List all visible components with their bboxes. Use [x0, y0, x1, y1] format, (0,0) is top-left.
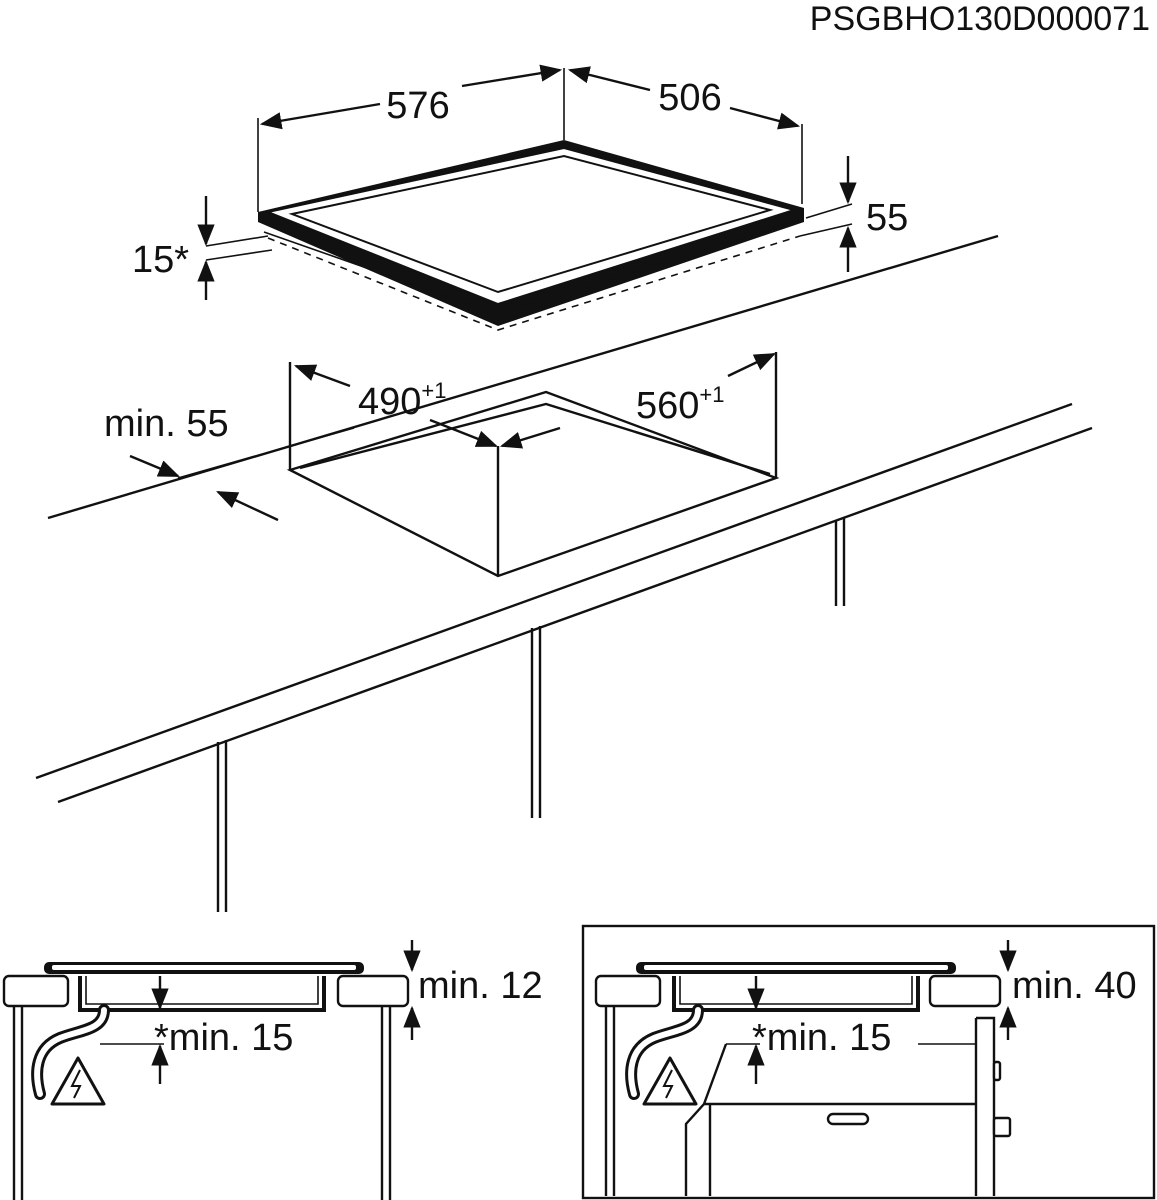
- dim-min55-ext: [177, 427, 355, 479]
- oven-vent-icon: [992, 1060, 1002, 1082]
- right-worktop-a: [594, 974, 662, 1008]
- dim-576-label: 576: [386, 85, 449, 127]
- dim-min55-label: min. 55: [104, 403, 229, 445]
- left-worktop-b: [336, 974, 410, 1008]
- hob-lower-edge: [263, 219, 799, 315]
- right-cable-inner: [628, 1007, 701, 1097]
- oven-knob-icon: [992, 1116, 1012, 1138]
- dim-560-tolerance: +1: [699, 382, 724, 407]
- dim-576-arrow-left: [259, 102, 381, 130]
- electric-hazard-icon: [50, 1056, 106, 1106]
- oven-handle-icon: [826, 1112, 870, 1126]
- hob-glass-top: [264, 146, 798, 306]
- left-hob-glass-highlight: [52, 965, 356, 970]
- dim-min55-arrow-top: [129, 454, 180, 478]
- drawing-code: PSGBHO130D000071: [810, 0, 1150, 38]
- dim-506-arrow-right: [729, 106, 801, 130]
- right-hob-body: [672, 976, 920, 1012]
- dim-560-arrow-left: [499, 426, 561, 449]
- left-hob-body-inner: [85, 976, 319, 1005]
- left-hob-body: [78, 976, 326, 1012]
- right-min15-label: *min. 15: [752, 1017, 891, 1059]
- dim-55-ext-top: [805, 203, 853, 219]
- dim-560-value: 560: [636, 385, 699, 427]
- dim-490-arrow-left: [293, 364, 351, 388]
- right-worktop-b: [928, 974, 1002, 1008]
- dim-490-value: 490: [358, 381, 421, 423]
- dim-55-label: 55: [866, 197, 908, 239]
- dim-min55-arrow-bottom: [216, 490, 279, 522]
- dim-576-arrow-right: [461, 64, 563, 88]
- hob-3d: 576 506 55 15*: [132, 64, 908, 331]
- dim-506-arrow-left: [567, 66, 651, 92]
- worktop-front-bottom-edge: [57, 426, 1093, 804]
- left-min12-label: min. 12: [418, 965, 543, 1007]
- right-frame: [581, 924, 1156, 1200]
- dim-560-label: 560+1: [636, 382, 725, 427]
- hob-inner-border: [288, 154, 774, 294]
- dim-506-label: 506: [658, 77, 721, 119]
- dim-15-label: 15*: [132, 239, 189, 281]
- right-hob-glass-highlight: [644, 965, 948, 970]
- dim-560-arrow-right: [727, 352, 776, 378]
- worktop-front-top-edge: [35, 402, 1073, 780]
- dim-490-tolerance: +1: [421, 378, 446, 403]
- right-min40-label: min. 40: [1012, 965, 1137, 1007]
- left-worktop-a: [2, 974, 70, 1008]
- right-oven-door-edge: [976, 1016, 996, 1196]
- dim-490-label: 490+1: [358, 378, 447, 423]
- dim-55-ext-bottom: [799, 223, 853, 237]
- right-hob-body-inner: [679, 976, 913, 1005]
- section-left: *min. 15 min. 12: [2, 940, 543, 1200]
- worktop: 490+1 560+1 min. 55: [35, 234, 1093, 912]
- cutout-inner-edge: [299, 402, 771, 476]
- dim-15-ext-top: [205, 235, 269, 247]
- electric-hazard-icon: [642, 1056, 698, 1106]
- left-min15-label: *min. 15: [154, 1017, 293, 1059]
- dim-15-ext-bottom: [205, 249, 273, 261]
- hob-dashed-outline: [267, 235, 801, 331]
- worktop-back-edge: [47, 234, 999, 520]
- dim-490-arrow-right: [429, 418, 499, 448]
- right-oven-side: [684, 1043, 728, 1196]
- left-cable-inner: [34, 1007, 107, 1097]
- section-right: *min. 15 min. 40: [581, 924, 1156, 1200]
